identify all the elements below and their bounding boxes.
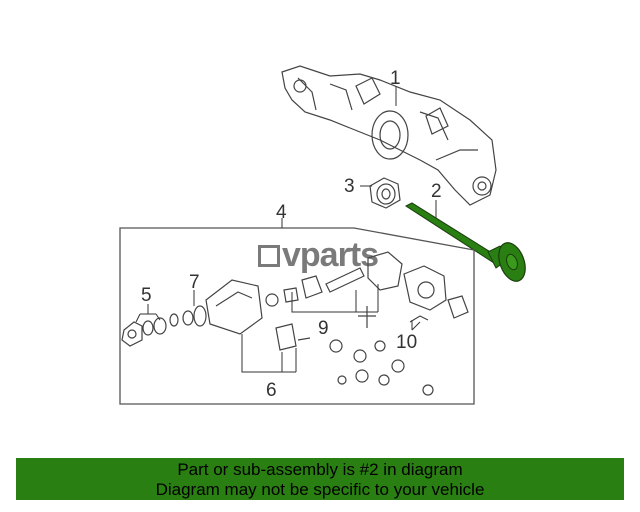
banner-line-1: Part or sub-assembly is #2 in diagram [177, 460, 463, 479]
parts-diagram: 1 2 3 4 5 6 7 9 10 [119, 65, 526, 405]
vparts-watermark: vparts [258, 236, 379, 275]
watermark-text: vparts [282, 236, 379, 274]
vparts-logo-icon [258, 245, 280, 267]
callout-6: 6 [266, 380, 277, 401]
callout-1: 1 [390, 68, 401, 89]
callout-10: 10 [396, 332, 417, 353]
info-banner: Part or sub-assembly is #2 in diagram Di… [16, 458, 624, 500]
part-3-bearing [369, 177, 401, 209]
differential-carrier [121, 251, 469, 396]
callout-7: 7 [189, 272, 200, 293]
axle-shaft-highlighted [404, 202, 526, 282]
callout-5: 5 [141, 285, 152, 306]
callout-9: 9 [318, 318, 329, 339]
assembly-box-4 [119, 227, 475, 405]
banner-line-2: Diagram may not be specific to your vehi… [155, 480, 485, 499]
callout-2: 2 [431, 181, 442, 202]
callout-4: 4 [276, 202, 287, 223]
leader-lines [135, 86, 437, 373]
axle-housing [281, 65, 497, 206]
callout-3: 3 [344, 176, 355, 197]
